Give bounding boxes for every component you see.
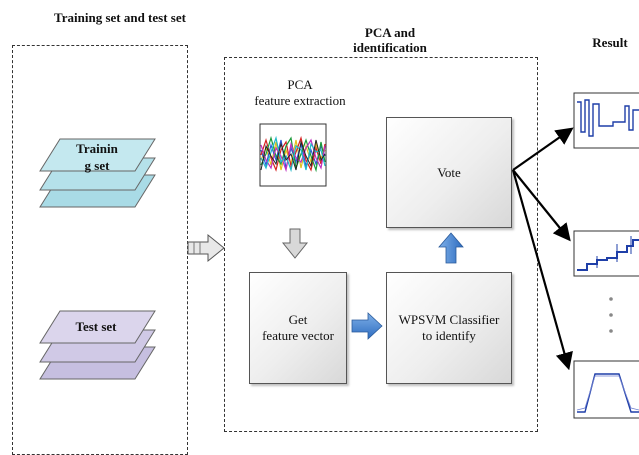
test-set-label: Test set bbox=[75, 319, 117, 334]
test-layer-top bbox=[39, 310, 156, 344]
pca-to-feature-arrow bbox=[281, 228, 309, 259]
pca-identification-panel bbox=[224, 57, 538, 432]
get-feature-vector-box: Get feature vector bbox=[249, 272, 347, 384]
classifier-to-vote-arrow bbox=[438, 232, 464, 264]
pca-feature-plot bbox=[259, 123, 327, 187]
feature-vector-label: feature vector bbox=[262, 328, 334, 343]
result-plot-1 bbox=[573, 92, 639, 149]
training-test-panel bbox=[12, 45, 188, 455]
to-identify-label: to identify bbox=[422, 328, 476, 343]
vote-to-result-3-arrow bbox=[511, 169, 573, 371]
result-plot-3 bbox=[573, 360, 639, 419]
vote-box: Vote bbox=[386, 117, 512, 228]
input-flow-arrow bbox=[187, 233, 225, 263]
vote-output-arrows bbox=[511, 127, 574, 371]
vote-label: Vote bbox=[437, 164, 461, 180]
pca-title: PCA feature extraction bbox=[254, 77, 346, 108]
training-layer-top bbox=[39, 138, 156, 172]
get-label: Get bbox=[288, 312, 308, 327]
training-test-heading: Training set and test set bbox=[54, 10, 186, 25]
ellipsis-dots bbox=[609, 297, 613, 333]
training-set-label: Trainin g set bbox=[76, 141, 118, 173]
test-set-stack bbox=[39, 310, 156, 380]
wpsvm-classifier-box: WPSVM Classifier to identify bbox=[386, 272, 512, 384]
feature-to-classifier-arrow bbox=[351, 312, 383, 340]
result-plot-2 bbox=[573, 230, 639, 277]
training-set-stack bbox=[39, 138, 156, 208]
vote-to-result-2-arrow bbox=[512, 169, 571, 242]
pca-identification-heading: PCA and identification bbox=[353, 25, 427, 55]
vote-to-result-1-arrow bbox=[512, 127, 574, 171]
wpsvm-label: WPSVM Classifier bbox=[398, 312, 500, 327]
result-heading: Result bbox=[592, 35, 628, 50]
